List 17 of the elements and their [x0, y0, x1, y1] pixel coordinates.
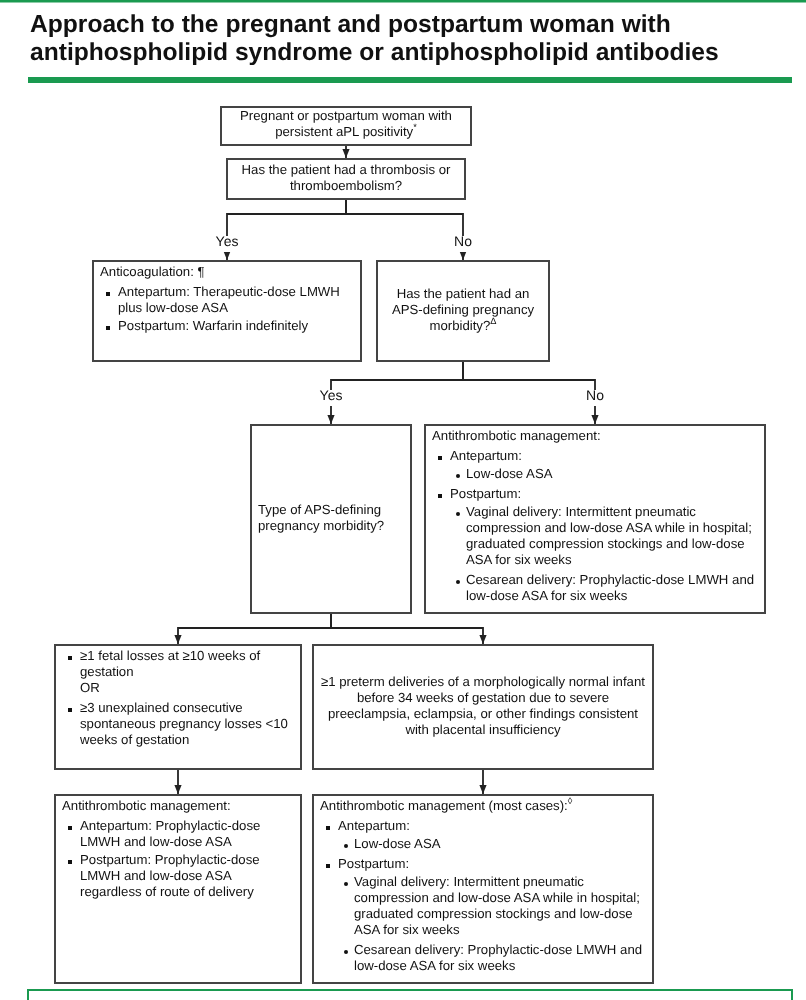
decision-box	[376, 260, 550, 362]
process-box	[54, 644, 302, 770]
arrow	[330, 613, 487, 645]
process-box	[312, 794, 654, 984]
decision-box	[312, 644, 654, 770]
arrow	[479, 769, 487, 795]
decision-box	[220, 106, 472, 146]
process-box	[54, 794, 302, 984]
arrow	[462, 361, 599, 425]
arrow	[342, 145, 350, 159]
decision-box	[250, 424, 412, 614]
arrow	[174, 769, 182, 795]
title: Approach to the pregnant and postpartum woman with antiphospholipid syndrome or antiphospholipid antibodies	[30, 10, 721, 66]
decision-box	[226, 158, 466, 200]
process-box	[424, 424, 766, 614]
arrow	[345, 199, 467, 261]
process-box	[92, 260, 362, 362]
